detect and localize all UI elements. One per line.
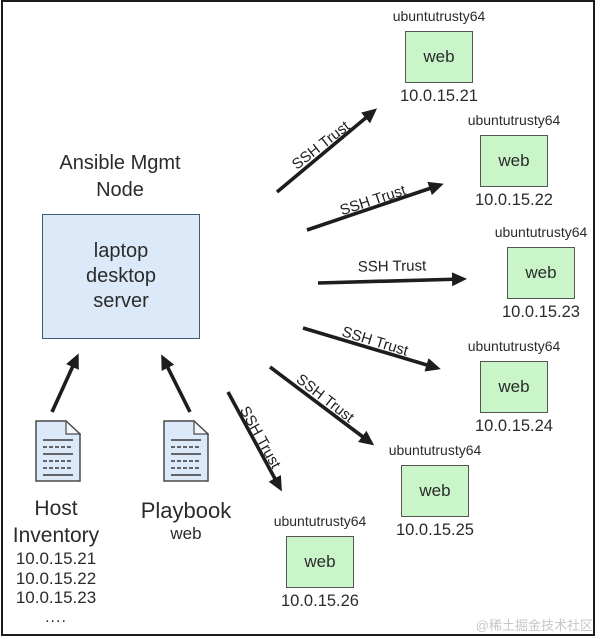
web-node-4-service: web: [498, 377, 530, 396]
mgmt-node-box: laptop desktop server: [42, 214, 200, 339]
mgmt-node-line-server: server: [93, 290, 149, 312]
mgmt-node-line-laptop: laptop: [93, 240, 149, 262]
host-inventory-ip-3: 10.0.15.23: [15, 588, 97, 607]
playbook-block: Playbook web: [131, 497, 241, 544]
web-node-5-name: ubuntutrusty64: [388, 442, 482, 458]
web-node-6-ip: 10.0.15.26: [281, 592, 359, 610]
web-node-6: ubuntutrusty64 web 10.0.15.26: [265, 512, 375, 611]
playbook-title: Playbook: [140, 498, 232, 523]
web-node-1-ip: 10.0.15.21: [400, 87, 478, 105]
ssh-arrow-1: [275, 108, 378, 194]
host-inventory-ellipsis: ....: [45, 608, 67, 626]
playbook-arrow: [161, 354, 192, 413]
web-node-1-service: web: [423, 47, 455, 66]
inventory-arrow: [50, 353, 79, 413]
web-node-2-service: web: [498, 151, 530, 170]
mgmt-node-title-line2: Node: [96, 179, 144, 201]
web-node-2-name: ubuntutrusty64: [467, 112, 561, 128]
ssh-arrow-3: [317, 272, 467, 287]
web-node-6-box: web: [286, 536, 354, 588]
web-node-2: ubuntutrusty64 web 10.0.15.22: [459, 111, 569, 210]
playbook-subtitle: web: [170, 524, 202, 543]
web-node-3: ubuntutrusty64 web 10.0.15.23: [486, 223, 596, 322]
host-inventory-block: Host Inventory 10.0.15.21 10.0.15.22 10.…: [4, 495, 108, 628]
host-inventory-title-line1: Host: [34, 497, 78, 520]
web-node-3-name: ubuntutrusty64: [494, 224, 588, 240]
web-node-4-name: ubuntutrusty64: [467, 338, 561, 354]
ssh-arrow-4: [302, 326, 441, 372]
mgmt-node-line-desktop: desktop: [85, 265, 157, 287]
web-node-1-box: web: [405, 31, 473, 83]
web-node-4: ubuntutrusty64 web 10.0.15.24: [459, 337, 569, 436]
web-node-3-ip: 10.0.15.23: [502, 303, 580, 321]
host-inventory-title-line2: Inventory: [12, 524, 100, 547]
mgmt-node-title-line1: Ansible Mgmt: [59, 152, 181, 174]
web-node-6-name: ubuntutrusty64: [273, 513, 367, 529]
host-inventory-ip-2: 10.0.15.22: [15, 568, 97, 588]
web-node-5: ubuntutrusty64 web 10.0.15.25: [380, 441, 490, 540]
web-node-5-ip: 10.0.15.25: [396, 521, 474, 539]
playbook-file-icon: [163, 420, 209, 482]
web-node-1: ubuntutrusty64 web 10.0.15.21: [384, 7, 494, 106]
web-node-3-box: web: [507, 247, 575, 299]
web-node-5-box: web: [401, 465, 469, 517]
host-inventory-file-icon: [35, 420, 81, 482]
host-inventory-ip-1: 10.0.15.21: [15, 549, 97, 568]
ssh-arrow-6: [226, 391, 282, 492]
ssh-arrow-2: [306, 181, 444, 232]
web-node-1-name: ubuntutrusty64: [392, 8, 486, 24]
ssh-arrow-5: [268, 365, 375, 446]
watermark: @稀土掘金技术社区: [475, 618, 593, 633]
mgmt-node-title: Ansible Mgmt Node: [30, 150, 210, 204]
web-node-5-service: web: [419, 481, 451, 500]
ssh-trust-label-3: SSH Trust: [357, 257, 427, 276]
web-node-4-ip: 10.0.15.24: [475, 417, 553, 435]
web-node-2-ip: 10.0.15.22: [475, 191, 553, 209]
web-node-4-box: web: [480, 361, 548, 413]
web-node-2-box: web: [480, 135, 548, 187]
web-node-3-service: web: [525, 263, 557, 282]
web-node-6-service: web: [304, 552, 336, 571]
